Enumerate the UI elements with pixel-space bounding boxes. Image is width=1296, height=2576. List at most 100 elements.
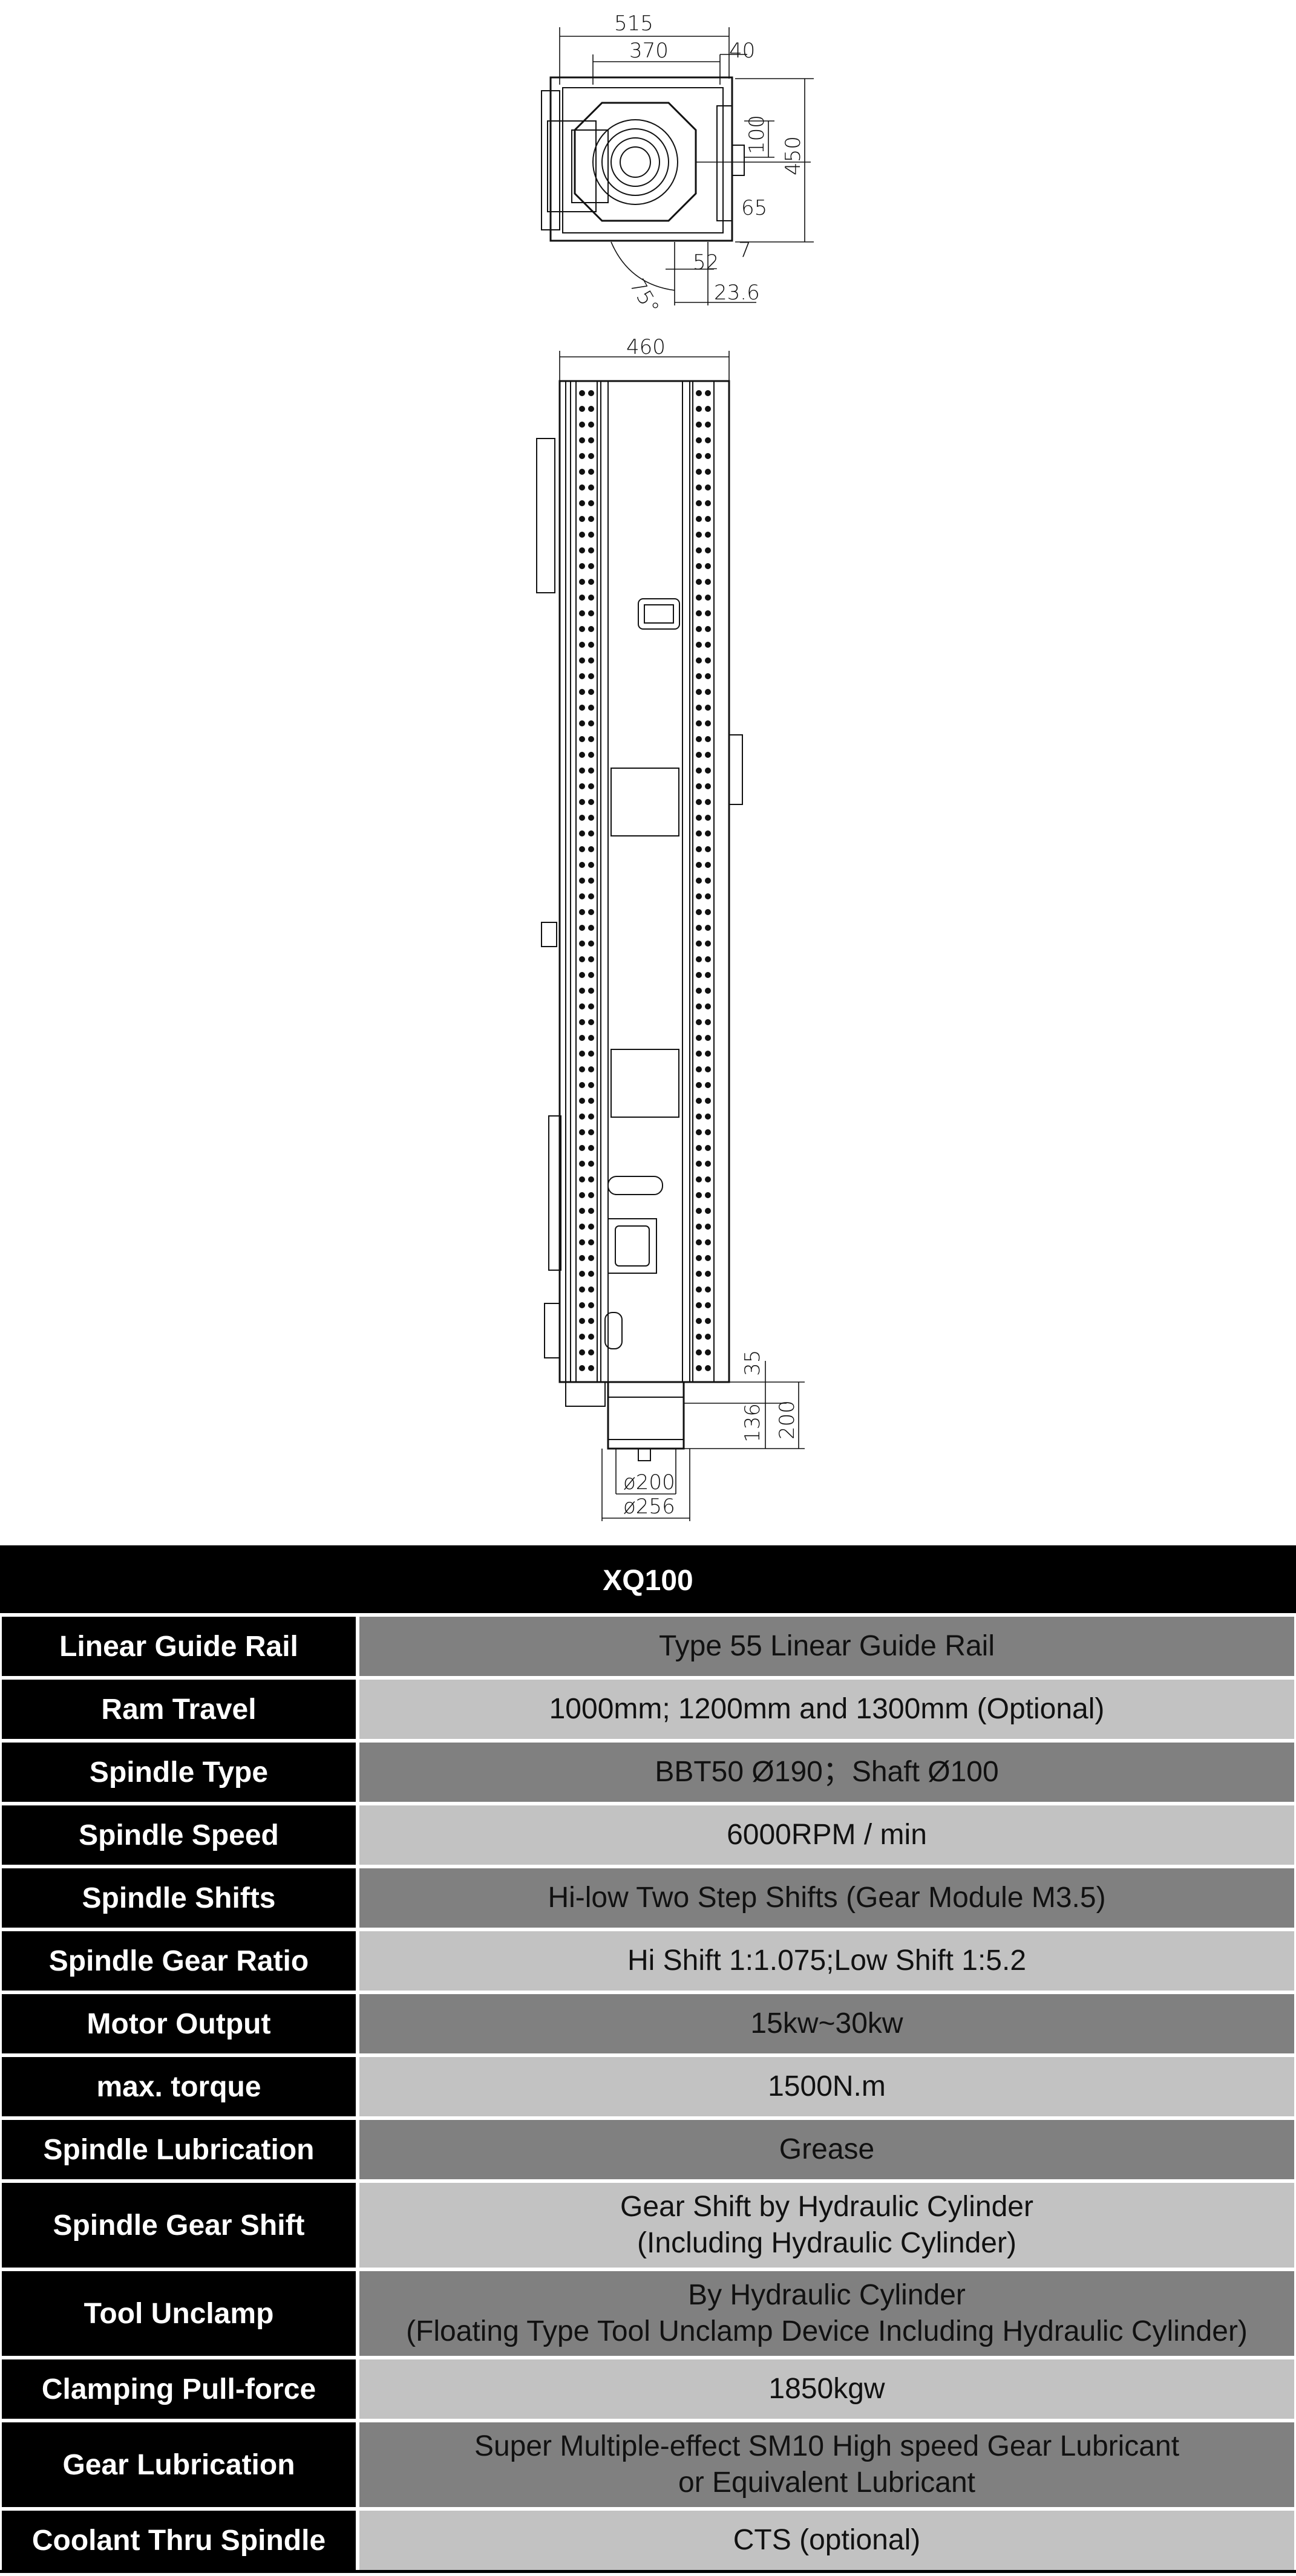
bolt-hole <box>696 437 702 443</box>
row-value: Hi-low Two Step Shifts (Gear Module M3.5… <box>359 1868 1294 1928</box>
bolt-holes <box>579 390 711 1371</box>
bolt-hole <box>696 1003 702 1009</box>
bolt-hole <box>696 516 702 522</box>
bolt-hole <box>579 469 585 475</box>
bolt-hole <box>588 469 594 475</box>
dim-370: 370 <box>629 39 669 63</box>
bolt-hole <box>588 422 594 428</box>
bolt-hole <box>579 579 585 585</box>
bolt-hole <box>696 752 702 758</box>
bolt-hole <box>696 1192 702 1198</box>
row-label: Spindle Type <box>2 1743 356 1802</box>
dim-136: 136 <box>741 1403 765 1443</box>
row-value-line: or Equivalent Lubricant <box>678 2467 975 2499</box>
bolt-hole <box>696 689 702 695</box>
row-label: Linear Guide Rail <box>2 1617 356 1676</box>
bolt-hole <box>696 941 702 947</box>
table-row: Spindle Type BBT50 Ø190；Shaft Ø100 <box>0 1743 1296 1805</box>
dim-65: 65 <box>741 196 767 220</box>
row-value: 1850kgw <box>359 2359 1294 2419</box>
row-value: Grease <box>359 2120 1294 2179</box>
row-value-line: Hi-low Two Step Shifts (Gear Module M3.5… <box>548 1882 1106 1914</box>
bolt-hole <box>588 1035 594 1041</box>
bolt-hole <box>705 1129 711 1135</box>
bolt-hole <box>588 1271 594 1277</box>
bolt-hole <box>588 768 594 774</box>
bolt-hole <box>696 563 702 569</box>
bolt-hole <box>579 689 585 695</box>
row-value: Type 55 Linear Guide Rail <box>359 1617 1294 1676</box>
bolt-hole <box>588 1161 594 1167</box>
bolt-hole <box>579 1035 585 1041</box>
bolt-hole <box>579 1051 585 1057</box>
bolt-hole <box>579 1145 585 1151</box>
bolt-hole <box>696 893 702 899</box>
bolt-hole <box>705 1145 711 1151</box>
bolt-hole <box>579 972 585 978</box>
dim-200: 200 <box>775 1400 799 1440</box>
ram-drawing: 515 370 40 100 450 65 7 75° <box>536 11 814 1521</box>
bolt-hole <box>588 563 594 569</box>
bolt-hole <box>579 390 585 396</box>
bolt-hole <box>579 484 585 491</box>
bolt-hole <box>588 689 594 695</box>
row-label: max. torque <box>2 2057 356 2116</box>
row-value: Super Multiple-effect SM10 High speed Ge… <box>359 2422 1294 2507</box>
bolt-hole <box>588 799 594 805</box>
bolt-hole <box>588 988 594 994</box>
bolt-hole <box>705 941 711 947</box>
bolt-hole <box>696 1365 702 1371</box>
bolt-hole <box>579 673 585 679</box>
bolt-hole <box>696 925 702 931</box>
dim-450: 450 <box>781 136 805 175</box>
front-view: 460 35 136 200 <box>536 335 805 1521</box>
row-value-line: 1500N.m <box>768 2070 886 2102</box>
bolt-hole <box>705 1318 711 1324</box>
bolt-hole <box>588 1176 594 1182</box>
bolt-hole <box>696 453 702 459</box>
bolt-hole <box>696 1019 702 1025</box>
bolt-hole <box>579 925 585 931</box>
bolt-hole <box>705 720 711 726</box>
bolt-hole <box>579 595 585 601</box>
bolt-hole <box>696 1239 702 1245</box>
bolt-hole <box>705 752 711 758</box>
bolt-hole <box>588 736 594 742</box>
bolt-hole <box>705 610 711 616</box>
bolt-hole <box>696 1114 702 1120</box>
bolt-hole <box>579 1066 585 1072</box>
bolt-hole <box>579 1161 585 1167</box>
bolt-hole <box>705 437 711 443</box>
bolt-hole <box>696 1255 702 1261</box>
bolt-hole <box>579 1114 585 1120</box>
bolt-hole <box>705 893 711 899</box>
bolt-hole <box>588 437 594 443</box>
bolt-hole <box>579 1334 585 1340</box>
bolt-hole <box>588 972 594 978</box>
bolt-hole <box>579 1271 585 1277</box>
row-value-line: BBT50 Ø190；Shaft Ø100 <box>655 1756 999 1788</box>
dim-23-6: 23.6 <box>714 281 760 305</box>
bolt-hole <box>588 783 594 789</box>
bolt-hole <box>579 1224 585 1230</box>
bolt-hole <box>696 783 702 789</box>
bolt-hole <box>579 783 585 789</box>
bolt-hole <box>696 484 702 491</box>
bolt-hole <box>579 878 585 884</box>
bolt-hole <box>588 532 594 538</box>
bolt-hole <box>705 563 711 569</box>
bolt-hole <box>696 909 702 915</box>
row-value-line: Grease <box>779 2133 875 2165</box>
bolt-hole <box>705 909 711 915</box>
bolt-hole <box>705 1176 711 1182</box>
bolt-hole <box>696 1349 702 1355</box>
dim-460: 460 <box>626 335 666 359</box>
bolt-hole <box>579 720 585 726</box>
bolt-hole <box>696 1129 702 1135</box>
bolt-hole <box>696 657 702 664</box>
bolt-hole <box>705 1334 711 1340</box>
table-row: max. torque 1500N.m <box>0 2057 1296 2120</box>
